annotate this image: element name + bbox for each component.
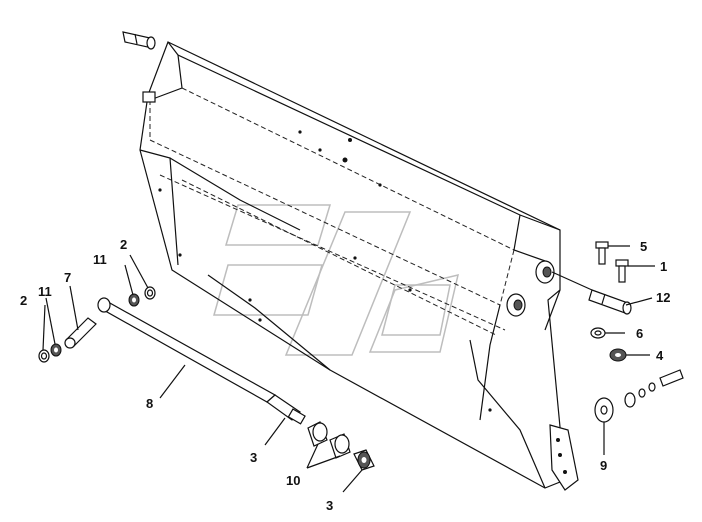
label-9: 9 [600, 458, 607, 473]
label-3-upper: 3 [250, 450, 257, 465]
side-stub-pin [142, 91, 156, 103]
label-7: 7 [64, 270, 71, 285]
part-8-long-pin [97, 297, 306, 425]
label-4: 4 [656, 348, 664, 363]
label-10: 10 [286, 473, 300, 488]
part-5-bolt [595, 241, 609, 265]
part-12-pin [588, 289, 632, 315]
label-12: 12 [656, 290, 670, 305]
label-2-left: 2 [20, 293, 27, 308]
part-10-bushing-b [329, 433, 351, 459]
part-1-bolt [615, 259, 629, 283]
frame-housing [139, 41, 566, 489]
part-7-short-pin [64, 317, 97, 349]
watermark-logo [213, 204, 460, 356]
label-3-lower: 3 [326, 498, 333, 513]
bottom-bracket [549, 424, 579, 491]
top-pin [122, 31, 156, 50]
label-8: 8 [146, 396, 153, 411]
part-2-washer-left [38, 349, 50, 363]
part-4-nut [609, 348, 627, 362]
label-1: 1 [660, 259, 667, 274]
axis-line [551, 271, 593, 291]
frame-boss-lower [506, 293, 526, 317]
part-6-washer [590, 327, 606, 339]
leader-lines [42, 245, 655, 493]
label-5: 5 [640, 239, 647, 254]
label-6: 6 [636, 326, 643, 341]
label-11-upper: 11 [93, 252, 107, 267]
label-11-left: 11 [38, 284, 52, 299]
part-11-nut-upper [128, 293, 140, 307]
label-2-upper: 2 [120, 237, 127, 252]
part-11-nut-left [50, 343, 62, 357]
part-10-bushing-a [307, 421, 328, 447]
part-3-nut-lower [353, 449, 375, 471]
part-2-washer-upper [144, 286, 156, 300]
part-9-washer-assembly [594, 369, 684, 423]
frame-boss-upper [535, 260, 555, 284]
